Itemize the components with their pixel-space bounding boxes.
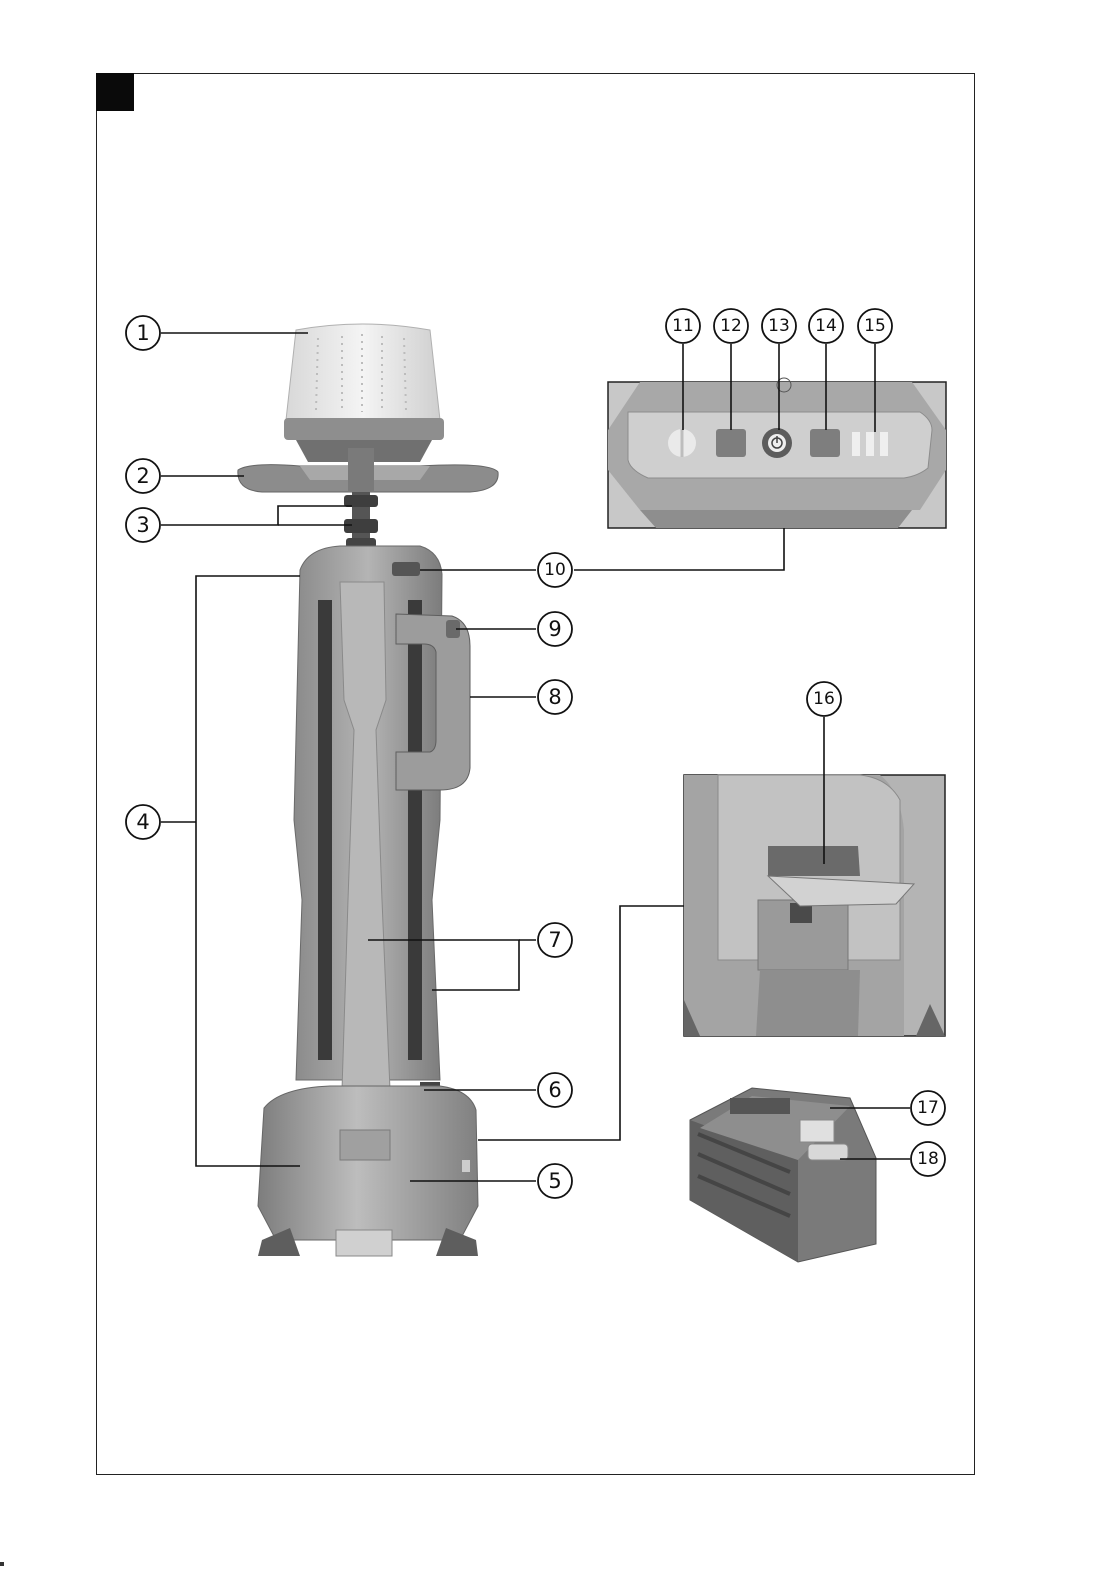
callout-label: 4 bbox=[136, 810, 149, 834]
callout-label: 5 bbox=[548, 1169, 561, 1193]
telescopic-mast bbox=[344, 492, 378, 554]
callout-label: 16 bbox=[813, 689, 835, 709]
callout-17: 17 bbox=[911, 1091, 945, 1125]
lamp-head bbox=[284, 324, 444, 462]
callout-label: 2 bbox=[136, 464, 149, 488]
callout-8: 8 bbox=[538, 680, 572, 714]
base-housing bbox=[258, 1086, 478, 1256]
callout-6: 6 bbox=[538, 1073, 572, 1107]
callout-13: 13 bbox=[762, 309, 796, 343]
light-mode-indicator-icon bbox=[668, 429, 696, 457]
callout-2: 2 bbox=[126, 459, 160, 493]
callout-5: 5 bbox=[538, 1164, 572, 1198]
callout-label: 10 bbox=[544, 560, 566, 580]
callout-label: 15 bbox=[864, 316, 886, 336]
callout-label: 9 bbox=[548, 617, 561, 641]
callout-12: 12 bbox=[714, 309, 748, 343]
battery-level-indicator-icon bbox=[852, 432, 888, 456]
callout-label: 13 bbox=[768, 316, 790, 336]
callout-4: 4 bbox=[126, 805, 160, 839]
callout-7: 7 bbox=[538, 923, 572, 957]
callout-label: 7 bbox=[548, 928, 561, 952]
callout-label: 18 bbox=[917, 1149, 939, 1169]
callout-16: 16 bbox=[807, 682, 841, 716]
callout-label: 12 bbox=[720, 316, 742, 336]
brightness-up-button[interactable] bbox=[810, 429, 840, 457]
power-button[interactable] bbox=[762, 428, 792, 458]
lamp-head-handle bbox=[238, 448, 498, 492]
callout-label: 17 bbox=[917, 1098, 939, 1118]
callout-label: 14 bbox=[815, 316, 837, 336]
callout-3: 3 bbox=[126, 508, 160, 542]
callout-label: 11 bbox=[672, 316, 694, 336]
battery-release-button[interactable] bbox=[808, 1144, 848, 1160]
control-panel-inset bbox=[608, 378, 946, 528]
brightness-down-button[interactable] bbox=[716, 429, 746, 457]
battery-charge-indicator bbox=[800, 1120, 834, 1142]
callout-label: 3 bbox=[136, 513, 149, 537]
battery-compartment-inset bbox=[684, 775, 945, 1036]
callout-11: 11 bbox=[666, 309, 700, 343]
callout-15: 15 bbox=[858, 309, 892, 343]
callout-18: 18 bbox=[911, 1142, 945, 1176]
callout-label: 1 bbox=[136, 321, 149, 345]
battery-pack bbox=[690, 1088, 876, 1262]
callout-1: 1 bbox=[126, 316, 160, 350]
callout-9: 9 bbox=[538, 612, 572, 646]
callout-label: 8 bbox=[548, 685, 561, 709]
callout-10: 10 bbox=[538, 553, 572, 587]
callout-14: 14 bbox=[809, 309, 843, 343]
callout-label: 6 bbox=[548, 1078, 561, 1102]
